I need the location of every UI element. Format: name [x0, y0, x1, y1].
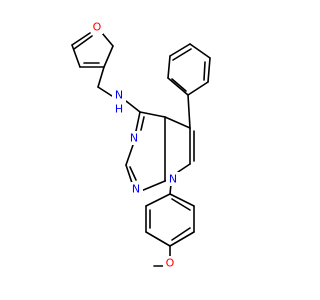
methoxy-oxygen-label: O [166, 257, 175, 270]
label-pad [112, 88, 126, 102]
atom-labels: O N H N N N O [91, 20, 180, 270]
label-pad [129, 182, 143, 196]
label-pad [163, 256, 177, 270]
molecule-drawing: O N H N N N O [71, 20, 211, 270]
structure-diagram: O N H N N N O [71, 20, 211, 270]
label-pad [91, 20, 103, 34]
amine-hydrogen-label: H [115, 103, 123, 116]
label-pad [127, 131, 141, 145]
amine-nitrogen-label: N [115, 89, 123, 102]
pyrimidine-nitrogen-top-label: N [130, 132, 138, 145]
pyrimidine-nitrogen-bottom-label: N [132, 183, 140, 196]
bond-lines [71, 32, 211, 267]
pyrrole-nitrogen-label: N [169, 173, 177, 186]
label-pad [166, 172, 180, 186]
furan-oxygen-label: O [93, 21, 102, 34]
